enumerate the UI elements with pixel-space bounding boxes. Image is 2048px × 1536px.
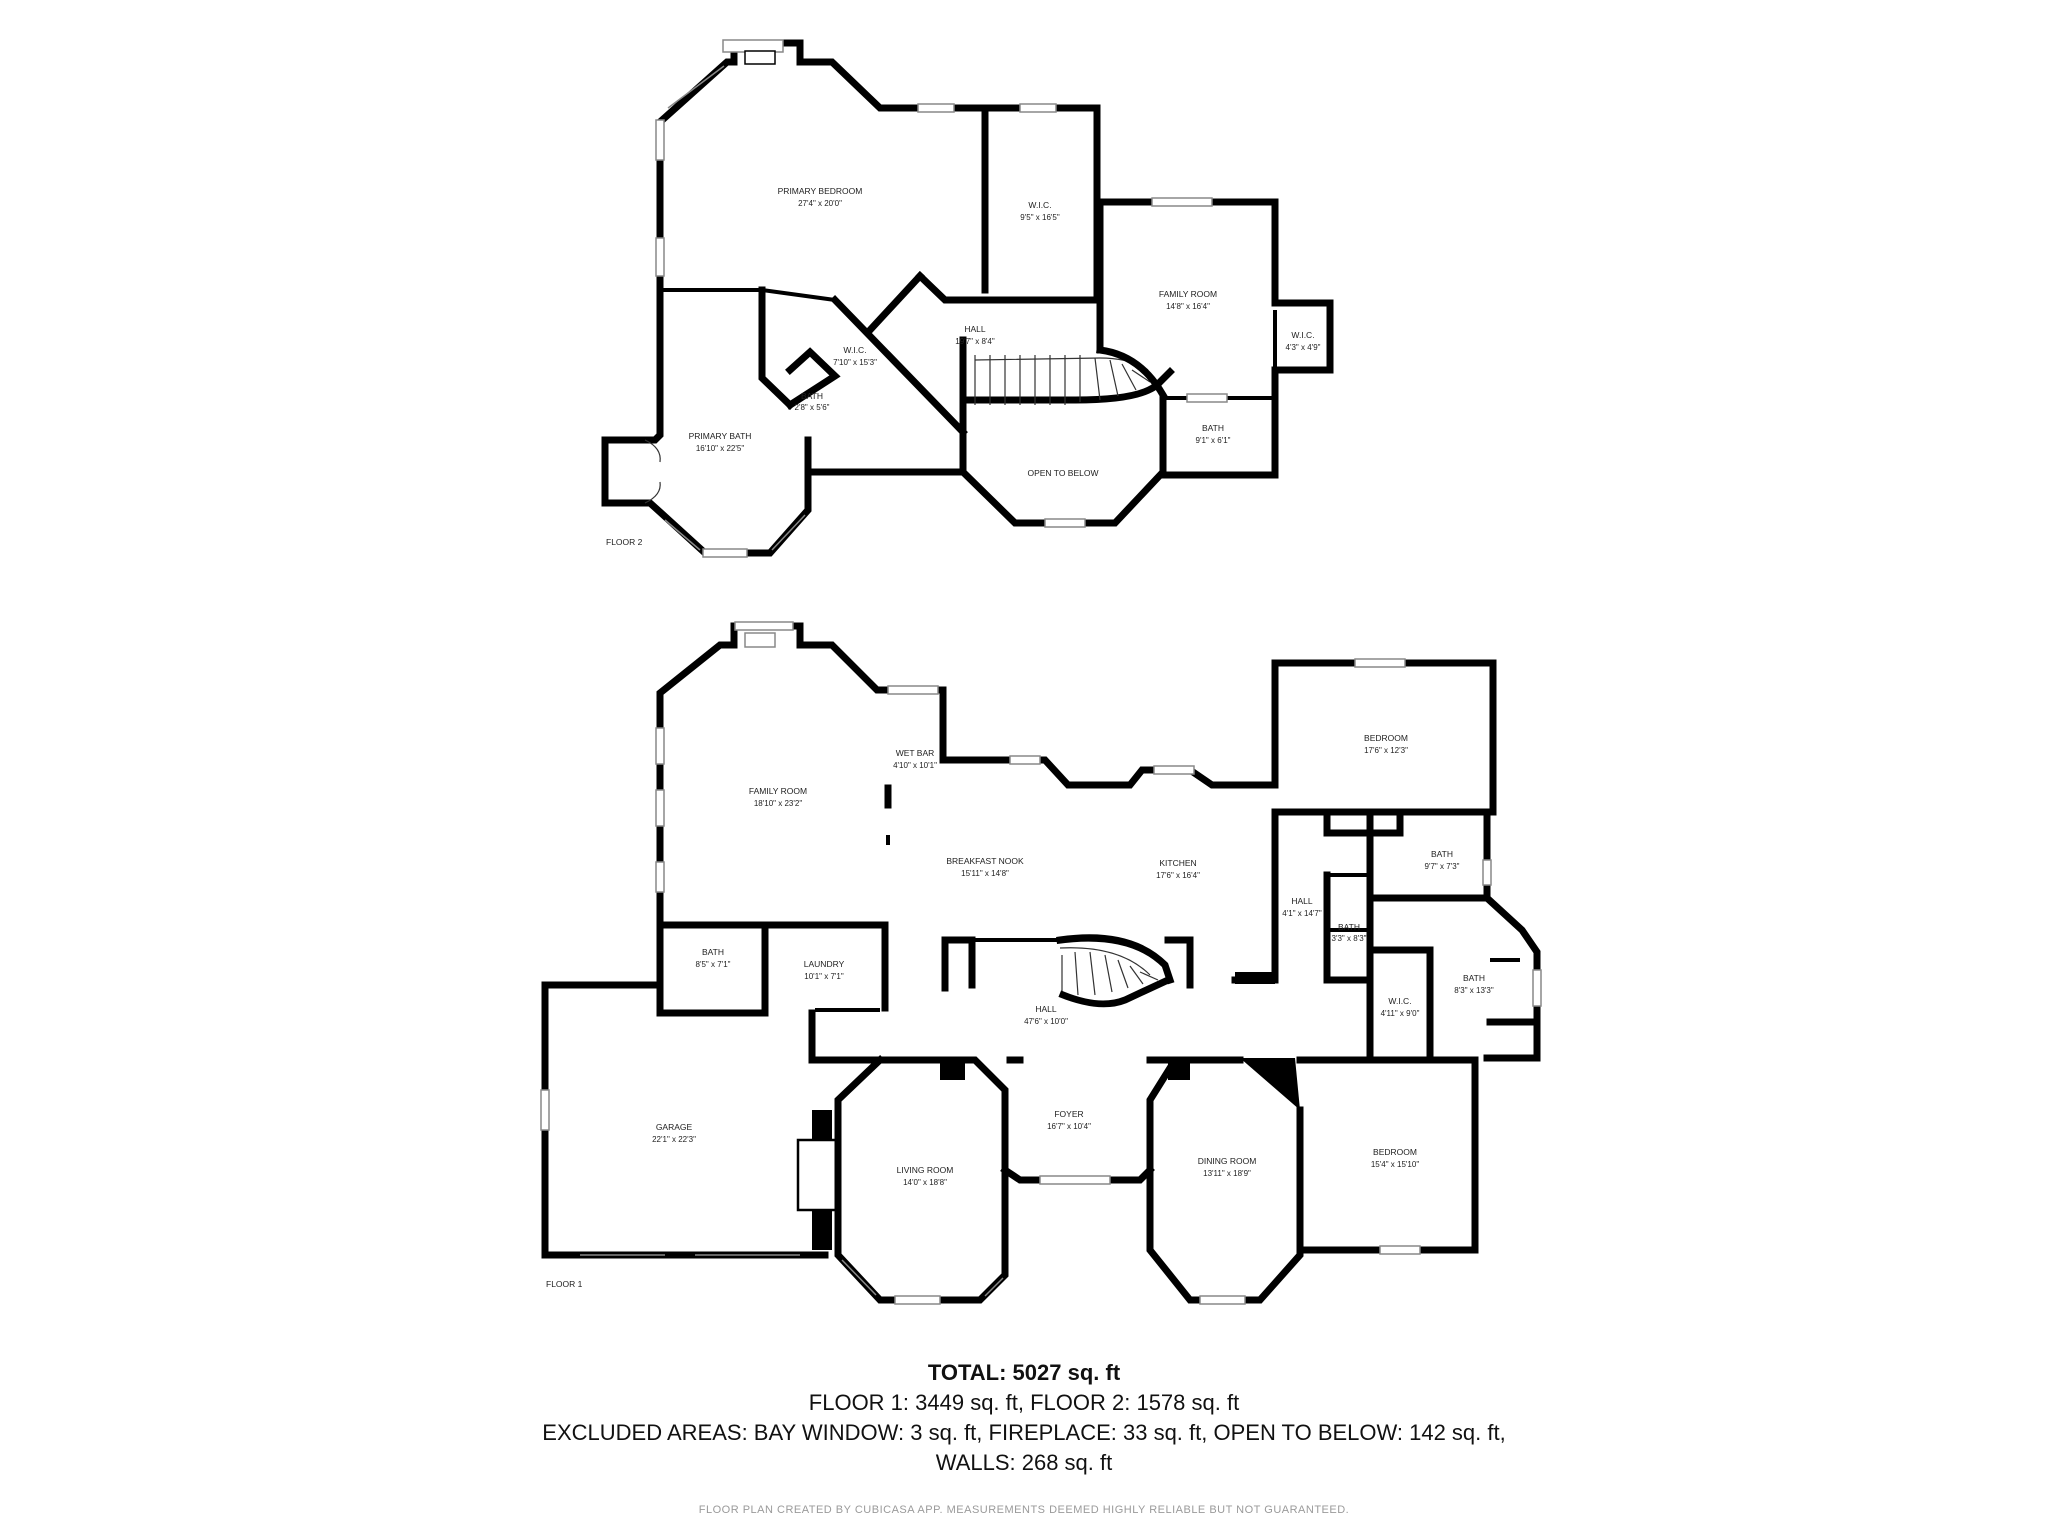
excluded-areas: EXCLUDED AREAS: BAY WINDOW: 3 sq. ft, FI… bbox=[542, 1420, 1506, 1445]
room-name: BATH bbox=[1463, 973, 1485, 983]
main-stair bbox=[1056, 934, 1194, 1008]
room-name: FOYER bbox=[1054, 1109, 1083, 1119]
room-dims: 22'1" x 22'3" bbox=[652, 1135, 696, 1144]
room-name: W.I.C. bbox=[1388, 996, 1411, 1006]
area-summary: TOTAL: 5027 sq. ft FLOOR 1: 3449 sq. ft,… bbox=[0, 1358, 2048, 1478]
room-name: PRIMARY BATH bbox=[689, 431, 752, 441]
floor-areas: FLOOR 1: 3449 sq. ft, FLOOR 2: 1578 sq. … bbox=[808, 1390, 1240, 1415]
room-dims: 4'10" x 10'1" bbox=[893, 761, 937, 770]
room-name: BATH bbox=[801, 391, 823, 401]
room-name: W.I.C. bbox=[1291, 330, 1314, 340]
room-dims: 8'5" x 7'1" bbox=[696, 960, 731, 969]
room-dims: 4'11" x 9'0" bbox=[1381, 1009, 1420, 1018]
room-name: BEDROOM bbox=[1364, 733, 1408, 743]
room-dims: 4'1" x 14'7" bbox=[1282, 909, 1322, 918]
room-dims: 16'10" x 22'5" bbox=[696, 444, 744, 453]
floor-label: FLOOR 1 bbox=[546, 1279, 583, 1289]
room-dims: 17'6" x 12'3" bbox=[1364, 746, 1408, 755]
room-name: BATH bbox=[702, 947, 724, 957]
room-dims: 19'7" x 8'4" bbox=[955, 337, 995, 346]
room-name: PRIMARY BEDROOM bbox=[778, 186, 863, 196]
floor-1-plan: FLOOR 1 bbox=[540, 621, 1542, 1305]
room-dims: 14'8" x 16'4" bbox=[1166, 302, 1210, 311]
room-name: HALL bbox=[1291, 896, 1313, 906]
room-name: BATH bbox=[1431, 849, 1453, 859]
room-name: BATH bbox=[1338, 922, 1360, 932]
room-name: BEDROOM bbox=[1373, 1147, 1417, 1157]
room-dims: 8'3" x 13'3" bbox=[1454, 986, 1494, 995]
room-dims: 17'6" x 16'4" bbox=[1156, 871, 1200, 880]
room-dims: 14'0" x 18'8" bbox=[903, 1178, 947, 1187]
floor-1-labels: FAMILY ROOM 18'10" x 23'2" WET BAR 4'10"… bbox=[652, 733, 1494, 1187]
room-dims: 15'4" x 15'10" bbox=[1371, 1160, 1419, 1169]
room-name: LAUNDRY bbox=[804, 959, 845, 969]
room-dims: 47'6" x 10'0" bbox=[1024, 1017, 1068, 1026]
total-area: TOTAL: 5027 sq. ft bbox=[927, 1360, 1121, 1385]
room-name: HALL bbox=[1035, 1004, 1057, 1014]
room-dims: 9'7" x 7'3" bbox=[1425, 862, 1460, 871]
room-name: HALL bbox=[964, 324, 986, 334]
room-name: BATH bbox=[1202, 423, 1224, 433]
room-dims: 4'3" x 4'9" bbox=[1286, 343, 1321, 352]
room-dims: 9'5" x 16'5" bbox=[1020, 213, 1060, 222]
room-name: W.I.C. bbox=[843, 345, 866, 355]
floor-2-labels: PRIMARY BEDROOM 27'4" x 20'0" W.I.C. 9'5… bbox=[689, 186, 1321, 478]
room-dims: 7'10" x 15'3" bbox=[833, 358, 877, 367]
room-dims: 2'8" x 5'6" bbox=[795, 403, 830, 412]
floor-2-plan: FLOOR 2 bbox=[601, 39, 1334, 558]
room-name: WET BAR bbox=[896, 748, 935, 758]
room-name: W.I.C. bbox=[1028, 200, 1051, 210]
room-dims: 15'11" x 14'8" bbox=[961, 869, 1009, 878]
room-dims: 10'1" x 7'1" bbox=[804, 972, 844, 981]
room-dims: 27'4" x 20'0" bbox=[798, 199, 842, 208]
floor-label: FLOOR 2 bbox=[606, 537, 643, 547]
room-name: LIVING ROOM bbox=[897, 1165, 954, 1175]
room-name: OPEN TO BELOW bbox=[1027, 468, 1098, 478]
disclaimer: FLOOR PLAN CREATED BY CUBICASA APP. MEAS… bbox=[698, 1504, 1350, 1516]
room-dims: 13'11" x 18'9" bbox=[1203, 1169, 1251, 1178]
room-name: BREAKFAST NOOK bbox=[946, 856, 1024, 866]
room-dims: 18'10" x 23'2" bbox=[754, 799, 802, 808]
wall-area: WALLS: 268 sq. ft bbox=[935, 1450, 1113, 1475]
room-name: FAMILY ROOM bbox=[1159, 289, 1217, 299]
room-name: GARAGE bbox=[656, 1122, 693, 1132]
room-name: KITCHEN bbox=[1159, 858, 1196, 868]
room-name: DINING ROOM bbox=[1198, 1156, 1257, 1166]
room-dims: 3'3" x 8'3" bbox=[1332, 934, 1367, 943]
room-dims: 16'7" x 10'4" bbox=[1047, 1122, 1091, 1131]
room-dims: 9'1" x 6'1" bbox=[1196, 436, 1231, 445]
room-name: FAMILY ROOM bbox=[749, 786, 807, 796]
upper-stair bbox=[959, 346, 1175, 405]
